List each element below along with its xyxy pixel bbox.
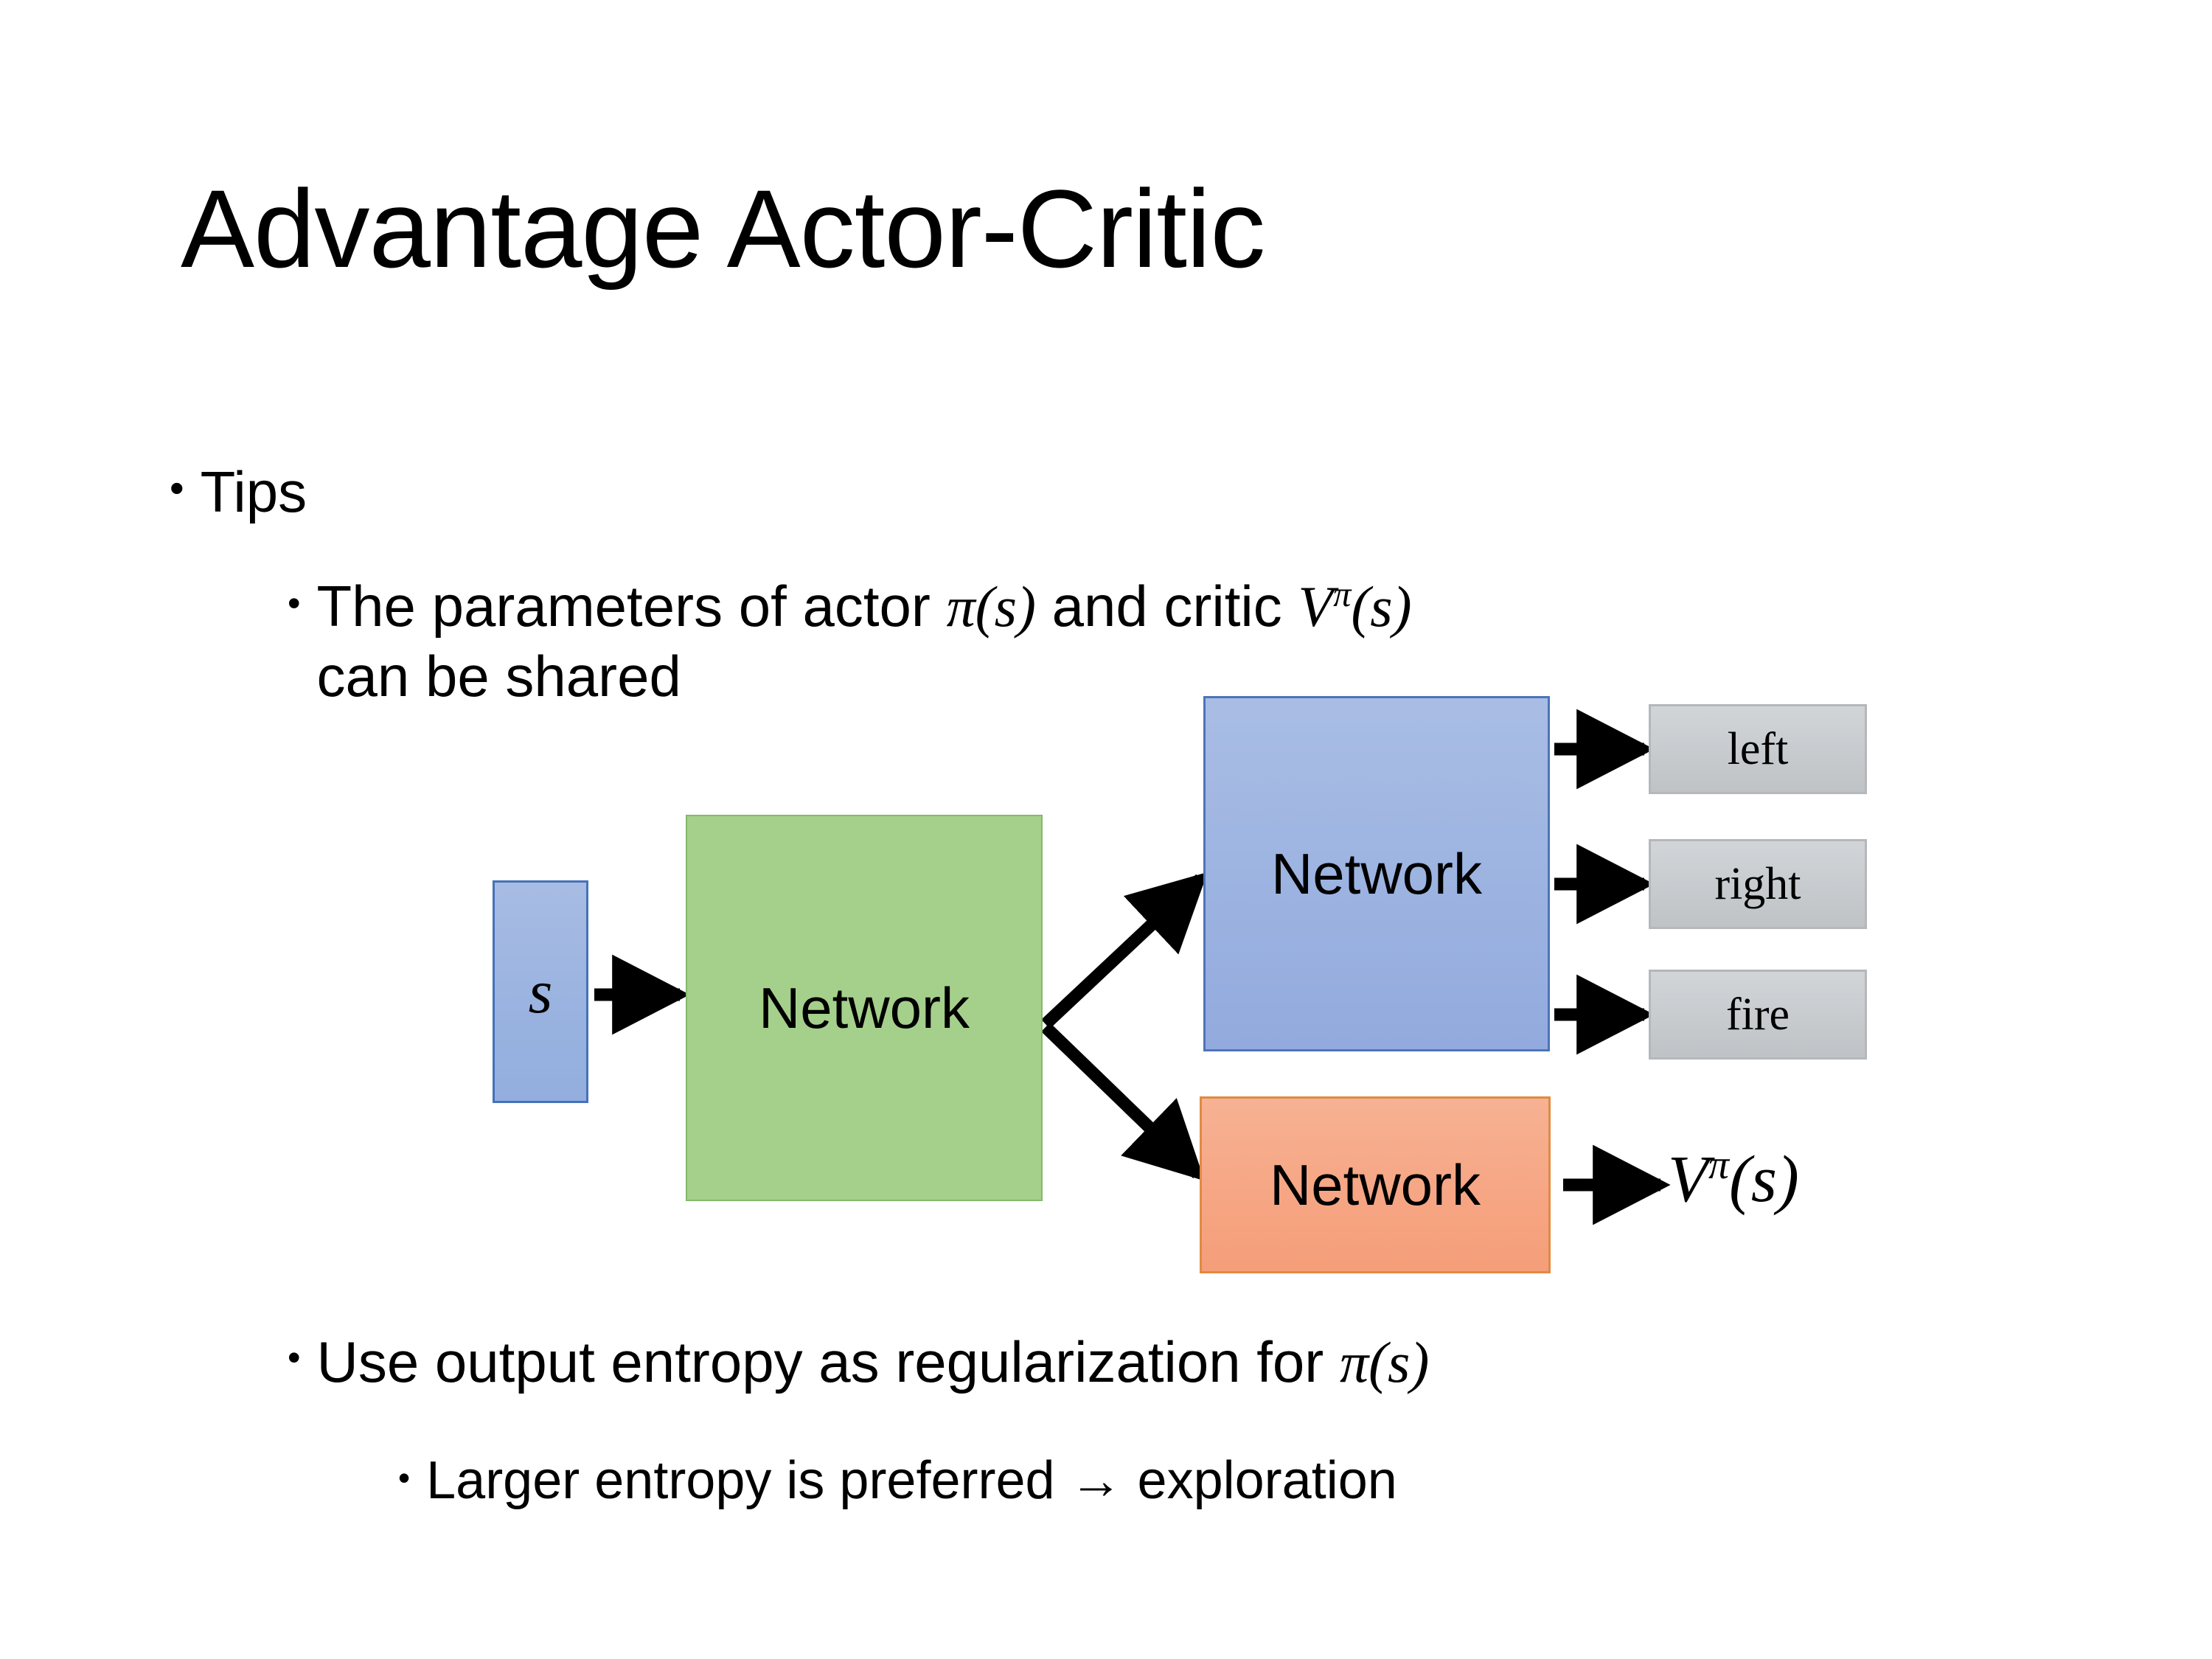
state-input-box[interactable]: s [493, 880, 588, 1103]
actor-network-box[interactable]: Network [1203, 696, 1550, 1051]
critic-network-label: Network [1269, 1152, 1481, 1217]
bullet-exploration-label: Larger entropy is preferred → exploratio… [426, 1451, 1397, 1510]
math-actor-pi-s: π(s) [946, 574, 1036, 639]
critic-value-output-label: Vπ(s) [1668, 1141, 1799, 1217]
text-run-before: The parameters of actor [316, 574, 947, 639]
math-critic-v: Vπ(s) [1298, 574, 1411, 639]
critic-value-argument: (s) [1728, 1143, 1799, 1216]
text-run-after: can be shared [316, 644, 681, 709]
bullet-marker-icon: • [288, 582, 301, 624]
action-label-fire: fire [1725, 989, 1790, 1040]
bullet-entropy-text: Use output entropy as regularization for… [317, 1327, 1430, 1397]
critic-value-base: V [1668, 1143, 1708, 1216]
math-critic-v-superscript: π [1333, 575, 1352, 614]
bullet-tips: • Tips [170, 457, 307, 527]
arrow-shared-to-critic-network [1041, 1022, 1205, 1181]
math-pi-s: π(s) [1339, 1330, 1430, 1394]
actor-network-label: Network [1270, 841, 1483, 906]
bullet-marker-icon: • [398, 1458, 411, 1497]
bullet-marker-icon: • [170, 465, 184, 511]
critic-value-superscript: π [1708, 1142, 1729, 1188]
bullet-marker-icon: • [288, 1337, 301, 1378]
text-run-middle: and critic [1035, 574, 1298, 639]
arrow-shared-to-actor-network [1041, 872, 1208, 1029]
math-critic-v-arg: (s) [1351, 574, 1412, 639]
bullet-entropy-regularization: • Use output entropy as regularization f… [288, 1327, 1429, 1397]
action-label-left: left [1727, 723, 1789, 774]
action-box-left[interactable]: left [1649, 704, 1867, 794]
bullet-exploration: • Larger entropy is preferred → explorat… [398, 1449, 1397, 1514]
text-run-entropy: Use output entropy as regularization for [316, 1329, 1340, 1394]
math-critic-v-base: V [1298, 574, 1334, 639]
action-box-right[interactable]: right [1649, 839, 1867, 929]
state-input-label: s [528, 957, 553, 1026]
shared-network-box[interactable]: Network [686, 815, 1043, 1201]
bullet-shared-parameters-text: The parameters of actor π(s) and critic … [317, 571, 1412, 712]
bullet-tips-label: Tips [200, 459, 307, 524]
action-box-fire[interactable]: fire [1649, 970, 1867, 1060]
page-title: Advantage Actor-Critic [181, 167, 1265, 291]
bullet-shared-parameters: • The parameters of actor π(s) and criti… [288, 571, 1412, 712]
action-label-right: right [1714, 858, 1801, 909]
shared-network-label: Network [758, 975, 970, 1040]
critic-network-box[interactable]: Network [1200, 1096, 1551, 1273]
